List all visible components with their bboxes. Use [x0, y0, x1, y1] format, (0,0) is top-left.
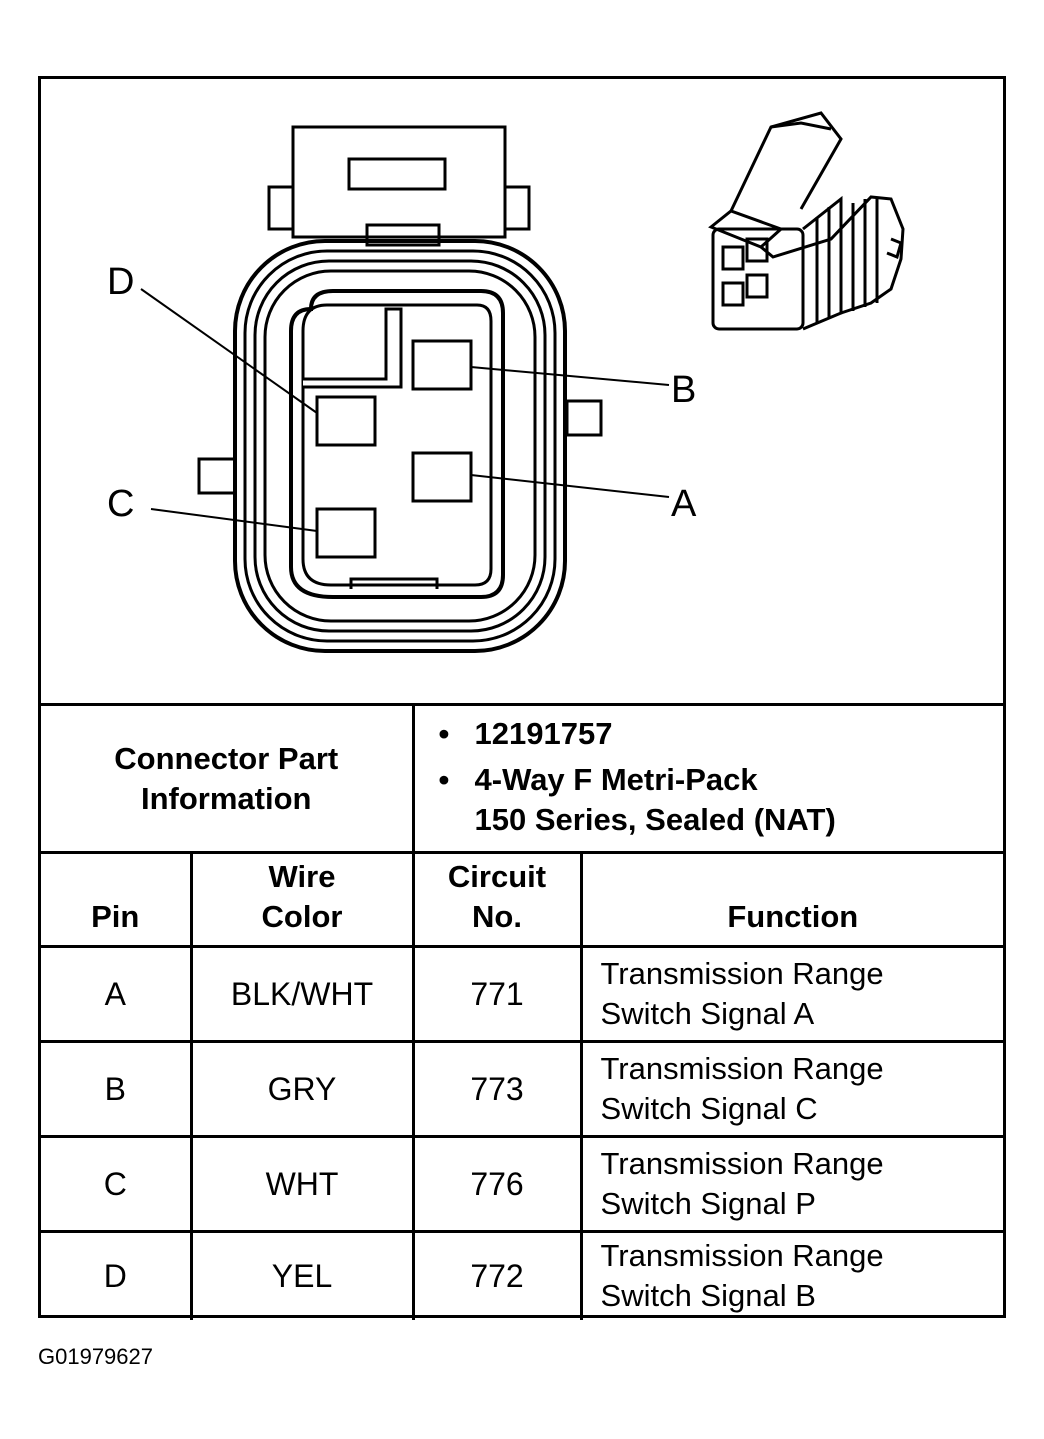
latch-window — [347, 157, 447, 191]
connector-diagram: D B C A — [41, 79, 1003, 703]
connector-housing-outer — [233, 239, 567, 653]
table-row: D YEL 772 Transmission Range Switch Sign… — [41, 1230, 1004, 1320]
header-wire-color-line2: Color — [261, 899, 343, 934]
table-header-row: Pin Wire Color Circuit No. Function — [41, 851, 1004, 948]
function-cell: Transmission Range Switch Signal P — [579, 1135, 1004, 1233]
function-cell: Transmission Range Switch Signal B — [579, 1230, 1004, 1320]
side-tab-left — [197, 457, 237, 495]
connector-isometric-view — [708, 111, 905, 331]
pin-cell: D — [41, 1230, 193, 1320]
function-line1: Transmission Range — [600, 1146, 884, 1181]
connector-cavity — [289, 289, 505, 599]
leader-line-d — [140, 288, 318, 414]
function-line2: Switch Signal C — [600, 1091, 818, 1126]
header-circuit-no: Circuit No. — [411, 851, 583, 948]
leader-line-c — [150, 508, 318, 532]
header-pin-text: Pin — [91, 899, 140, 934]
connector-face-drawing — [140, 111, 905, 653]
terminal-a — [411, 451, 473, 503]
function-cell: Transmission Range Switch Signal C — [579, 1040, 1004, 1138]
header-circuit-line1: Circuit — [447, 859, 547, 894]
pin-cell: B — [41, 1040, 193, 1138]
wire-color-cell: WHT — [189, 1135, 415, 1233]
wire-color-cell: YEL — [189, 1230, 415, 1320]
header-function-text: Function — [727, 899, 859, 934]
connector-type: 4-Way F Metri-Pack 150 Series, Sealed (N… — [439, 760, 1004, 840]
leader-line-b — [470, 366, 670, 386]
circuit-cell: 773 — [411, 1040, 583, 1138]
connector-type-line2: 150 Series, Sealed (NAT) — [474, 802, 836, 837]
circuit-cell: 771 — [411, 945, 583, 1043]
side-tab-right — [565, 399, 603, 437]
terminal-d — [315, 395, 377, 447]
connector-housing-ring — [243, 249, 557, 643]
circuit-cell: 776 — [411, 1135, 583, 1233]
table-row: A BLK/WHT 771 Transmission Range Switch … — [41, 945, 1004, 1043]
function-line2: Switch Signal P — [600, 1186, 816, 1221]
part-number: 12191757 — [439, 714, 1004, 754]
pin-callout-b: B — [671, 369, 697, 411]
connector-type-line1: 4-Way F Metri-Pack — [474, 762, 758, 797]
pin-cell: A — [41, 945, 193, 1043]
header-wire-color: Wire Color — [189, 851, 415, 948]
connector-info-label-line2: Information — [141, 780, 312, 816]
table-row: C WHT 776 Transmission Range Switch Sign… — [41, 1135, 1004, 1233]
header-pin: Pin — [41, 851, 193, 948]
pin-callout-a: A — [671, 483, 697, 525]
connector-info-label: Connector Part Information — [41, 703, 415, 854]
wire-color-cell: GRY — [189, 1040, 415, 1138]
connector-latch — [291, 125, 507, 239]
function-line2: Switch Signal B — [600, 1278, 816, 1314]
function-line1: Transmission Range — [600, 1051, 884, 1086]
function-line2: Switch Signal A — [600, 996, 815, 1031]
header-function: Function — [579, 851, 1004, 948]
wire-color-cell: BLK/WHT — [189, 945, 415, 1043]
function-line1: Transmission Range — [600, 1238, 884, 1274]
pin-callout-c: C — [107, 483, 135, 525]
header-circuit-line2: No. — [472, 899, 522, 934]
header-wire-color-line1: Wire — [268, 859, 336, 894]
figure-code: G01979627 — [38, 1344, 153, 1369]
leader-line-a — [470, 474, 670, 498]
function-cell: Transmission Range Switch Signal A — [579, 945, 1004, 1043]
connector-info-row: Connector Part Information 12191757 4-Wa… — [41, 703, 1004, 854]
diagram-frame: D B C A Connector Part Information 12191… — [38, 76, 1006, 1320]
table-row: B GRY 773 Transmission Range Switch Sign… — [41, 1040, 1004, 1138]
connector-pinout-table: Connector Part Information 12191757 4-Wa… — [41, 703, 1004, 1320]
circuit-cell: 772 — [411, 1230, 583, 1320]
terminal-b — [411, 339, 473, 391]
connector-info-list: 12191757 4-Way F Metri-Pack 150 Series, … — [411, 703, 1004, 854]
terminal-c — [315, 507, 377, 559]
pin-cell: C — [41, 1135, 193, 1233]
connector-info-label-line1: Connector Part — [114, 740, 339, 776]
function-line1: Transmission Range — [600, 956, 884, 991]
pin-callout-d: D — [107, 261, 135, 303]
